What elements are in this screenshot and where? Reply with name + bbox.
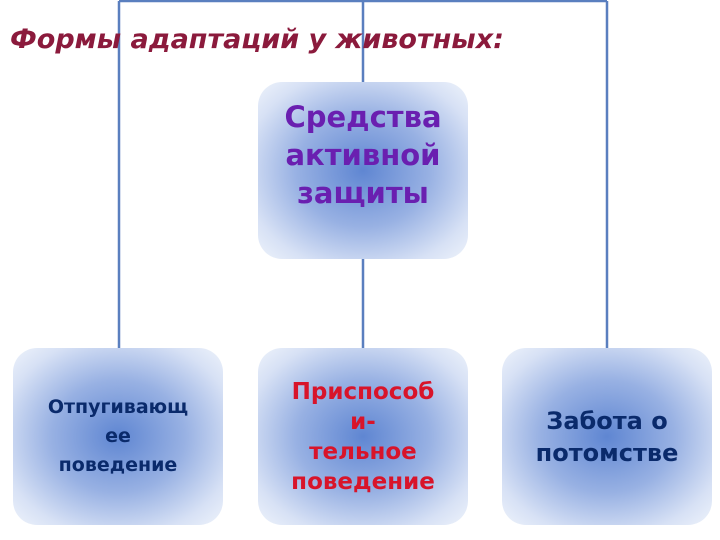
diagram-title: Формы адаптаций у животных: bbox=[10, 24, 504, 55]
node-offspring-care: Забота о потомстве bbox=[502, 348, 712, 525]
node-offspring-care-label: Забота о потомстве bbox=[535, 406, 679, 467]
node-deterrent-behavior: Отпугивающ ее поведение bbox=[13, 348, 223, 525]
node-active-defense: Средства активной защиты bbox=[258, 82, 468, 259]
node-adaptive-behavior-label: Приспособ и- тельное поведение bbox=[291, 378, 435, 495]
node-deterrent-behavior-label: Отпугивающ ее поведение bbox=[47, 396, 189, 476]
node-active-defense-label: Средства активной защиты bbox=[284, 100, 442, 210]
node-adaptive-behavior: Приспособ и- тельное поведение bbox=[258, 348, 468, 525]
